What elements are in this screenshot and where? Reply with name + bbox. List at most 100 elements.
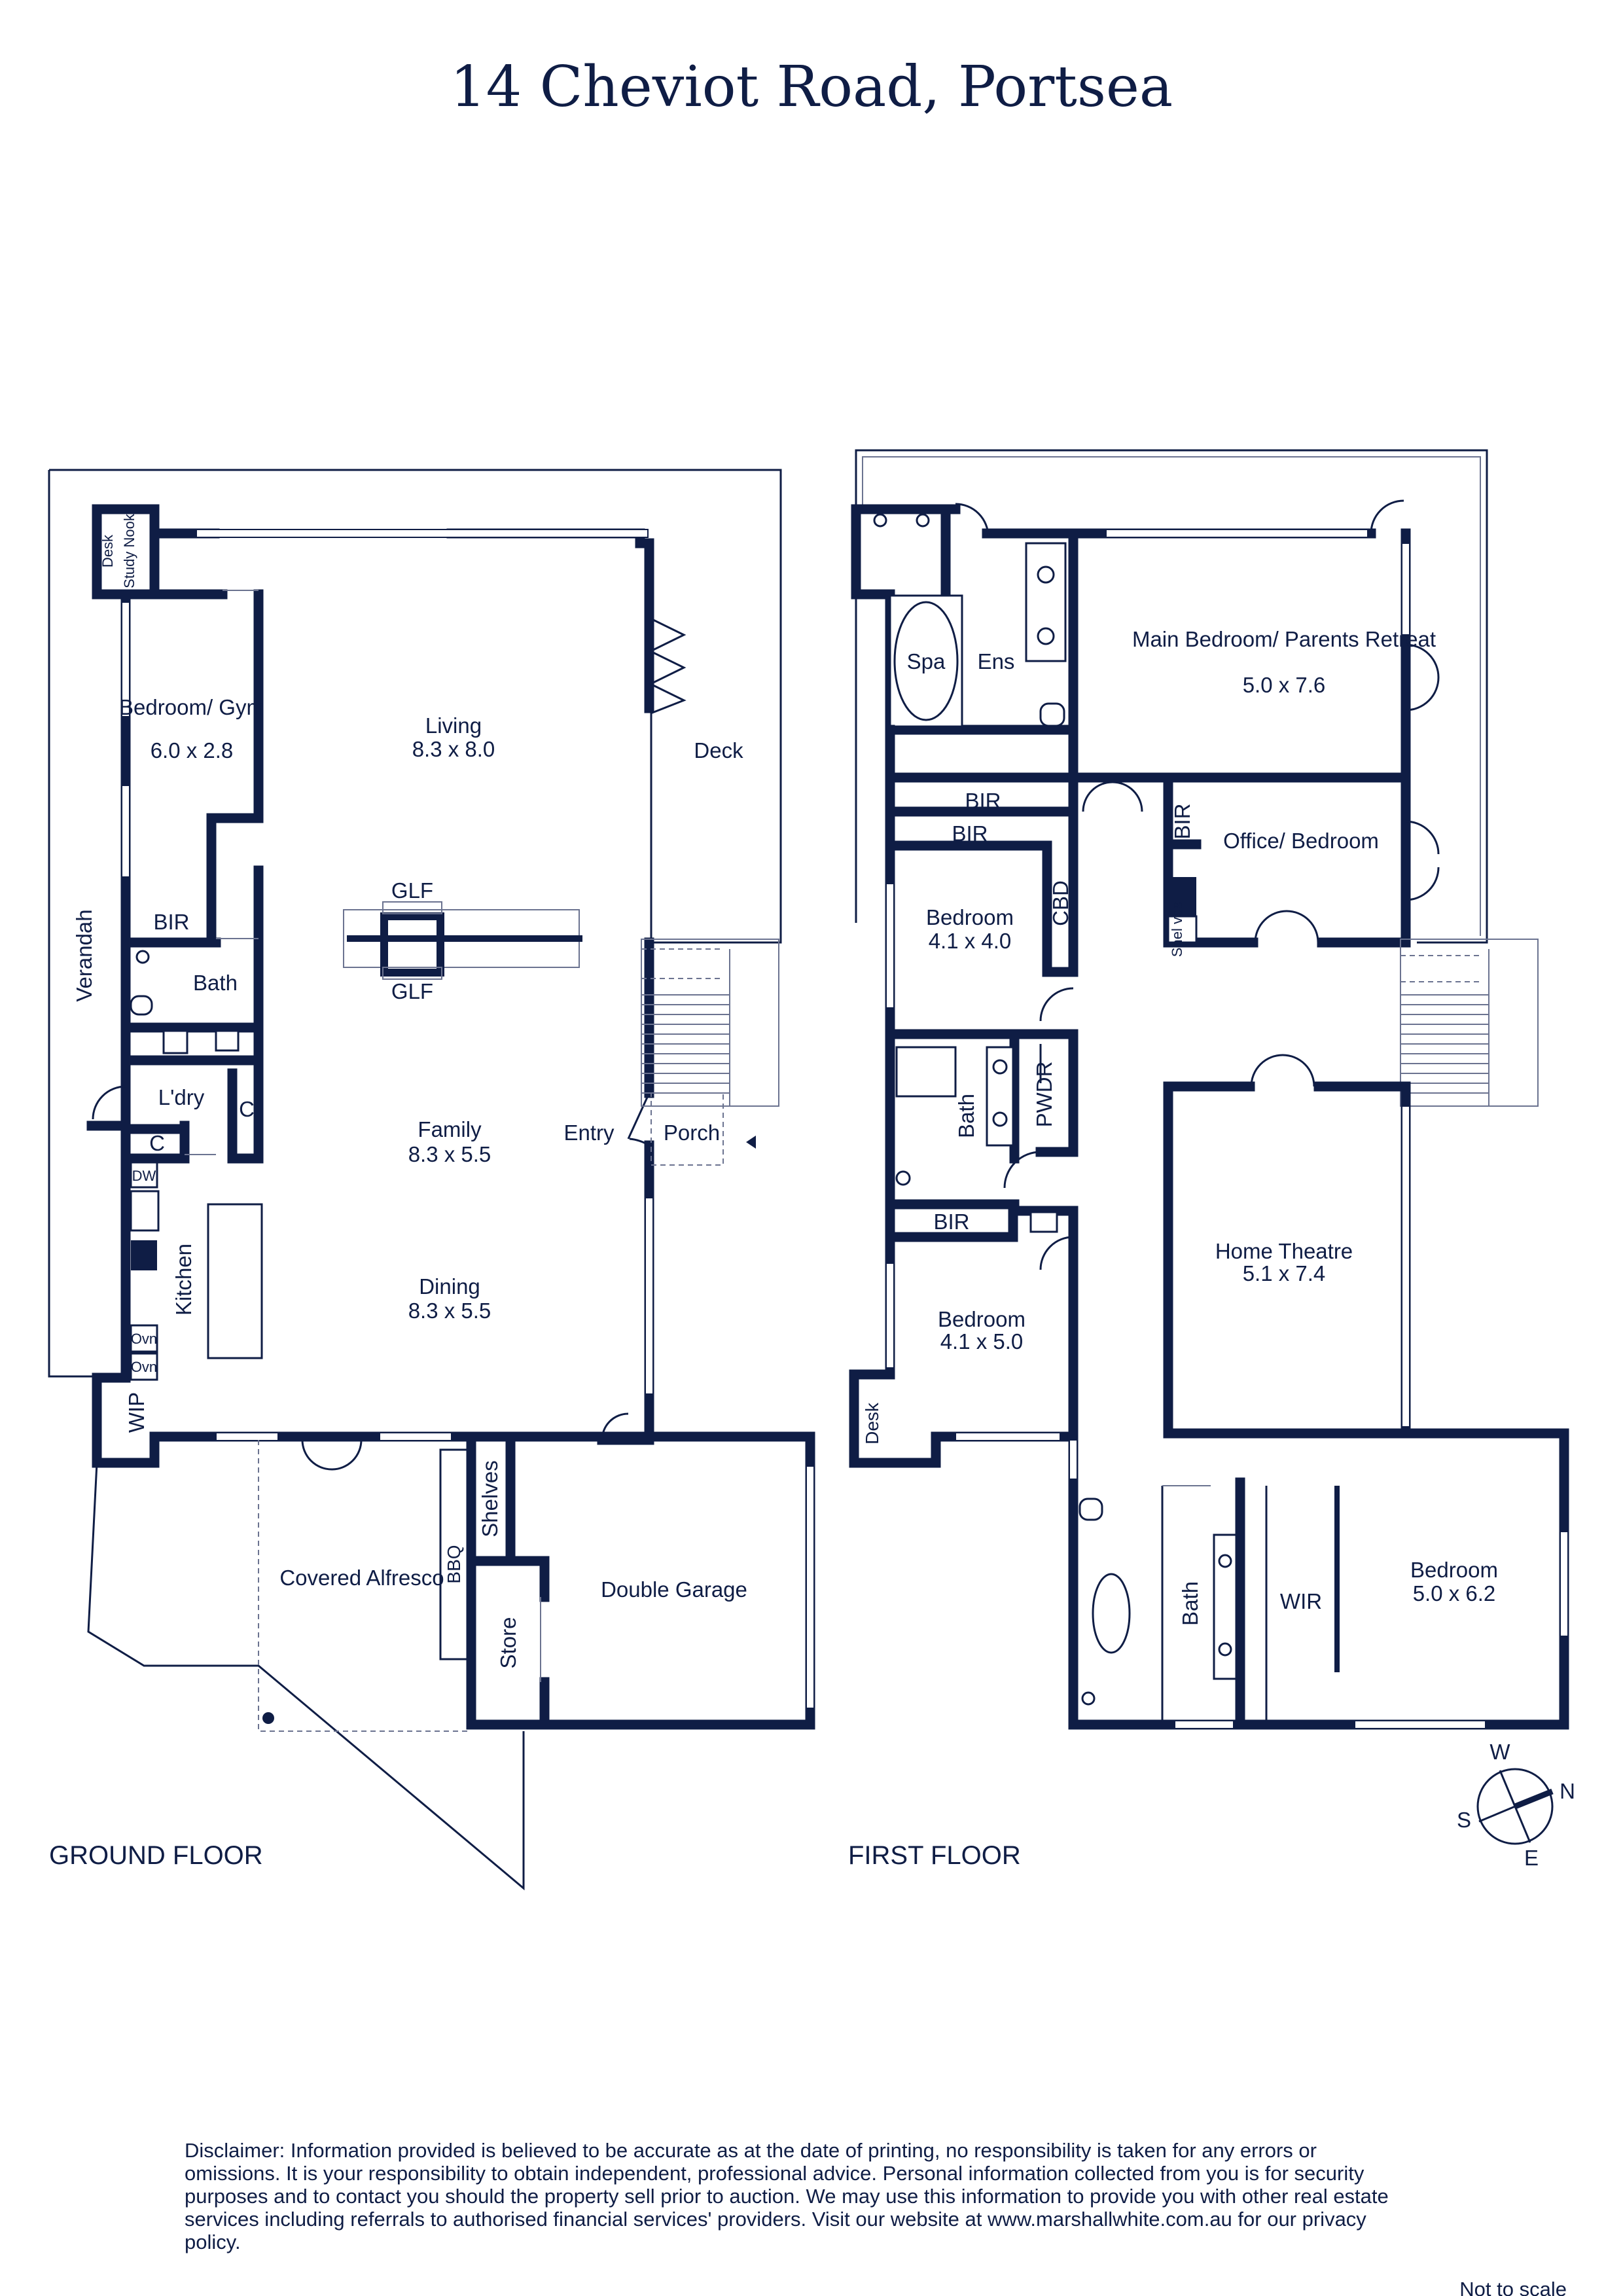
bath-2-basin-2 [1218,1642,1232,1657]
bedroom-4-size: 5.0 x 6.2 [1413,1581,1496,1605]
entry-door [627,1092,651,1147]
dishwasher-label: DW [132,1168,156,1184]
bbq-label: BBQ [444,1545,464,1583]
alfresco-roof-line [258,1440,468,1732]
bedroom-4-label: Bedroom [1410,1558,1498,1582]
bir-4-label: BIR [933,1210,969,1234]
bath-2-window-west [1069,1439,1078,1480]
basin-icon-2 [1037,627,1055,645]
compass-n-label: N [1560,1779,1575,1803]
bedroom-3-label: Bedroom [938,1307,1026,1331]
ground-north-wall [149,528,654,713]
family-label: Family [418,1117,482,1141]
first-bath-label: Bath [954,1094,978,1138]
spa-label: Spa [907,649,946,673]
ens-label: Ens [978,649,1015,673]
garage-door-opening [806,1465,815,1709]
living-label: Living [425,713,482,738]
oven-icon [130,1324,158,1353]
hall-french-doors [1082,781,1143,812]
toilet-icon [130,995,153,1016]
main-bedroom-label: Main Bedroom/ Parents Retreat [1132,627,1436,651]
ground-stair-outline [641,939,779,1107]
sink-icon [215,1030,240,1052]
bath-2-tub-icon [1092,1573,1131,1654]
first-floor-plan [849,449,1569,1730]
bath-2-label: Bath [1178,1581,1202,1626]
main-bedroom-walls [1068,528,1411,783]
verandah-label: Verandah [72,909,96,1001]
garage-shelves-label: Shelves [478,1460,502,1537]
study-nook-label: Study Nook [121,513,137,588]
first-floor-label: FIRST FLOOR [848,1841,1021,1870]
store-label: Store [496,1617,520,1669]
home-theatre-size: 5.1 x 7.4 [1243,1261,1326,1285]
bath-shower-icon [895,1170,911,1186]
basin-icon-1 [1037,565,1055,584]
home-theatre-label: Home Theatre [1215,1239,1353,1263]
bedroom-4-window-east [1560,1531,1569,1637]
basin-icon [135,950,150,964]
pwdr-door-swing [1003,1151,1041,1189]
bedroom-3-window [885,1263,895,1369]
south-window-2 [379,1432,452,1441]
ground-floor-plan [48,469,815,1891]
bedroom-gym-walls [120,589,264,948]
office-shelves-block [1168,877,1196,916]
ground-floor-label: GROUND FLOOR [49,1841,263,1870]
glf-top-box [382,901,442,914]
scale-note: Not to scale [1459,2278,1567,2296]
laundry-label: L'dry [158,1085,205,1109]
bedroom-window-west-2 [121,785,130,878]
office-shelves [1167,915,1198,944]
oven-label-2: Ovn [131,1359,157,1375]
bedroom-window-west [121,601,130,717]
cupboard-label-1: C [239,1097,255,1121]
glf-top-label: GLF [391,878,433,903]
first-desk-label: Desk [862,1402,882,1444]
porch-label: Porch [664,1121,720,1145]
bir-sink-icon [1029,1211,1058,1233]
bath-2-basin-1 [1218,1554,1232,1568]
bath-basin-1 [992,1059,1008,1075]
dining-size: 8.3 x 5.5 [408,1299,491,1323]
wir-label: WIR [1280,1589,1322,1613]
spa-taps-icon [873,513,930,528]
ground-east-wall [597,937,654,1445]
compass-w-label: W [1489,1740,1510,1764]
office-bedroom-label: Office/ Bedroom [1223,829,1379,853]
bath-label: Bath [193,971,238,995]
office-walls [1163,772,1411,948]
laundry-walls [86,1022,264,1164]
compass-e-label: E [1524,1846,1539,1870]
dining-label: Dining [419,1274,480,1299]
desk-label: Desk [99,534,116,567]
deck-label: Deck [694,738,743,762]
bedroom-gym-size: 6.0 x 2.8 [151,738,234,762]
bedroom-4-window-south [1354,1720,1486,1729]
balcony-outline [855,449,1488,944]
first-stair-outline [1400,939,1539,1107]
entry-label: Entry [563,1121,615,1145]
oven-icon-2 [130,1352,158,1381]
bath-basin-2 [992,1111,1008,1127]
glf-bottom-label: GLF [391,979,433,1003]
ground-floor-labels: Desk Study Nook Bedroom/ Gym 6.0 x 2.8 L… [49,513,747,1870]
alfresco-outline [87,1462,525,1891]
entry-arrow-icon [746,1136,756,1149]
vanity-icon [162,1030,188,1054]
family-window-east [645,1197,654,1395]
glf-void [380,912,444,977]
oven-label-1: Ovn [131,1331,157,1347]
compass-icon: W N S E [1457,1740,1575,1870]
bedroom-2-door-swing [1039,987,1074,1022]
alfresco-french-doors [301,1439,363,1471]
glf-bottom-box [382,967,442,980]
bedroom-2-size: 4.1 x 4.0 [929,929,1012,953]
alfresco-post-icon [262,1712,274,1724]
office-french-doors-outer [1405,820,1440,901]
bedroom-gym-label: Bedroom/ Gym [119,695,264,719]
spa-icon [893,601,959,721]
bir-office-label: BIR [1170,803,1194,839]
theatre-french-doors [1250,1054,1315,1087]
